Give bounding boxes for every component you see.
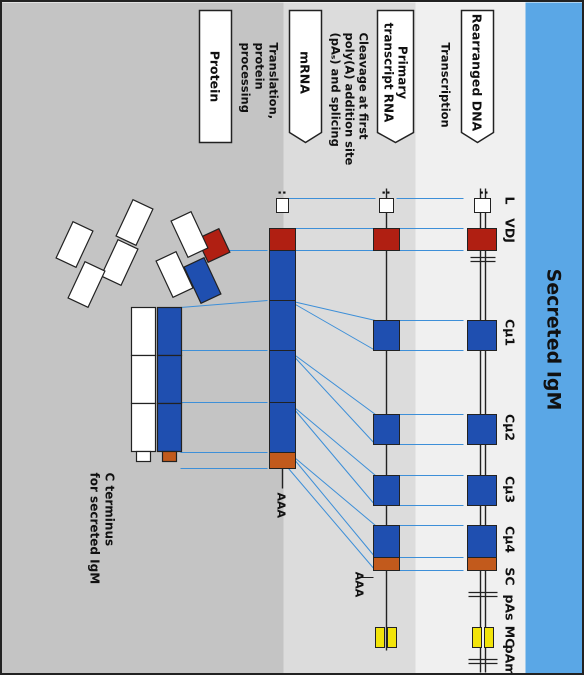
label-pAs: pAs: [503, 594, 518, 620]
diagram-svg: Secreted IgM L VDJ Cμ1 Cμ2 Cμ3 Cμ4 SC pA…: [55, 9, 565, 675]
dna-cmu3: [467, 475, 497, 506]
step-primary-line2: transcript RNA: [382, 23, 396, 123]
protein-ch2: [156, 306, 183, 357]
dna-cmu1: [467, 320, 497, 351]
protein-heavy-ch1: [183, 256, 222, 305]
dna-mc-2: [472, 627, 482, 648]
mrna-cmu3: [269, 350, 296, 403]
protein-sc-tail: [161, 450, 178, 463]
step-primary-transcript: Primary transcript RNA: [376, 9, 415, 144]
mrna-cmu2: [269, 300, 296, 351]
svg-text::: :: [478, 190, 492, 195]
label-cmu2: Cμ2: [503, 414, 518, 441]
mrna-vdj: [269, 228, 296, 251]
rna-cmu4: [373, 525, 400, 558]
protein-light-c: [155, 250, 194, 299]
protein-light-v: [170, 210, 209, 259]
dna-vdj: [467, 228, 497, 251]
protein-ch4-partner: [130, 402, 157, 453]
protein-ch4: [156, 402, 183, 453]
svg-text::: :: [276, 190, 290, 195]
mrna-poly-a: AAA: [275, 493, 288, 519]
step-dna-label: Rearranged DNA: [470, 14, 485, 132]
dna-cmu2: [467, 414, 497, 445]
c-terminus-line2: for secreted IgM: [88, 473, 102, 585]
protein-heavy2-c: [100, 238, 139, 287]
label-pAm: pAm: [503, 645, 518, 675]
step-mrna-label: mRNA: [298, 51, 313, 94]
c-terminus-line1: C terminus: [103, 473, 117, 547]
mrna-leader: [276, 198, 289, 213]
label-VDJ: VDJ: [503, 218, 518, 243]
connector-lines: [180, 198, 464, 571]
rna-cmu1: [373, 320, 400, 351]
step-mrna: mRNA: [288, 9, 323, 144]
step-translation-line3: processing: [239, 43, 253, 113]
rna-sc: [373, 557, 400, 571]
protein-partner-tail: [135, 450, 152, 463]
step-cleavage-line1: Cleavage at first: [357, 33, 371, 141]
step-translation-line2: protein: [253, 43, 267, 90]
rna-cmu2: [373, 414, 400, 445]
label-cmu3: Cμ3: [503, 476, 518, 503]
dna-row: :: [467, 188, 498, 673]
step-cleavage-line2: poly(A) addition site: [343, 33, 357, 166]
igm-protein: [55, 198, 231, 463]
gene-labels: L VDJ Cμ1 Cμ2 Cμ3 Cμ4 SC pAs MC pAm: [503, 197, 518, 675]
protein-ch3: [156, 354, 183, 405]
step-protein: Protein: [198, 9, 233, 144]
mrna-sc: [269, 452, 296, 469]
step-translation-line1: Translation,: [267, 43, 281, 120]
dna-sc: [467, 557, 497, 571]
rna-leader: [379, 198, 394, 213]
rna-mc-2: [375, 627, 385, 648]
mrna-cmu4: [269, 402, 296, 453]
label-cmu4: Cμ4: [503, 526, 518, 553]
protein-ch3-partner: [130, 354, 157, 405]
rna-poly-a: AAA: [353, 572, 366, 598]
step-cleavage-line3: (pAₛ) and splicing: [329, 33, 343, 147]
label-SC: SC: [503, 567, 518, 585]
dna-mc-1: [484, 627, 494, 648]
protein-heavy2-v: [115, 198, 154, 247]
protein-ch2-partner: [130, 306, 157, 357]
mrna-row: AAA :: [269, 190, 296, 519]
label-MC: MC: [503, 626, 518, 648]
mrna-cmu1: [269, 250, 296, 301]
svg-text::: :: [380, 190, 394, 195]
step-transcription: Transcription: [439, 43, 453, 128]
rna-vdj: [373, 228, 400, 251]
protein-light2-c: [67, 260, 106, 309]
protein-light2-v: [55, 220, 94, 269]
step-primary-line1: Primary: [396, 46, 410, 99]
step-protein-label: Protein: [208, 51, 223, 103]
diagram-title: Secreted IgM: [543, 269, 565, 411]
dna-leader: [474, 198, 491, 213]
rna-mc-1: [387, 627, 397, 648]
label-cmu1: Cμ1: [503, 319, 518, 346]
rna-row: AAA :: [353, 188, 400, 651]
step-rearranged-dna: Rearranged DNA: [460, 9, 495, 144]
label-L: L: [503, 197, 518, 205]
rna-cmu3: [373, 475, 400, 506]
dna-cmu4: [467, 525, 497, 558]
